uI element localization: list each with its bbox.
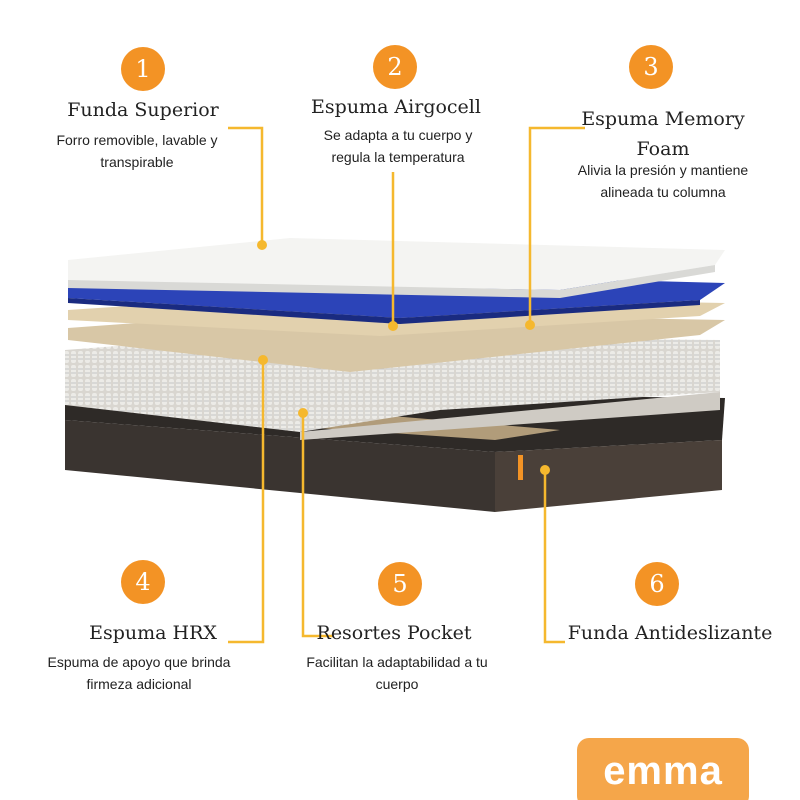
- layer-2-title: Espuma Airgocell: [311, 96, 481, 118]
- layer-4-title: Espuma HRX: [89, 622, 217, 644]
- layer-5-title: Resortes Pocket: [316, 622, 472, 644]
- layer-6-badge: 6: [635, 562, 679, 606]
- layer-4-badge: 4: [121, 560, 165, 604]
- pocket-springs-layer: [65, 335, 720, 440]
- layer-1-title: Funda Superior: [67, 99, 219, 121]
- top-cover-layer: [68, 238, 725, 298]
- layer-6-title: Funda Antideslizante: [567, 622, 773, 644]
- leader-lines: [228, 126, 585, 644]
- leader-dots: [257, 240, 550, 475]
- layer-5-badge: 5: [378, 562, 422, 606]
- emma-logo: emma: [577, 738, 749, 800]
- layer-3-badge: 3: [629, 45, 673, 89]
- layer-1-badge: 1: [121, 47, 165, 91]
- layer-2-badge: 2: [373, 45, 417, 89]
